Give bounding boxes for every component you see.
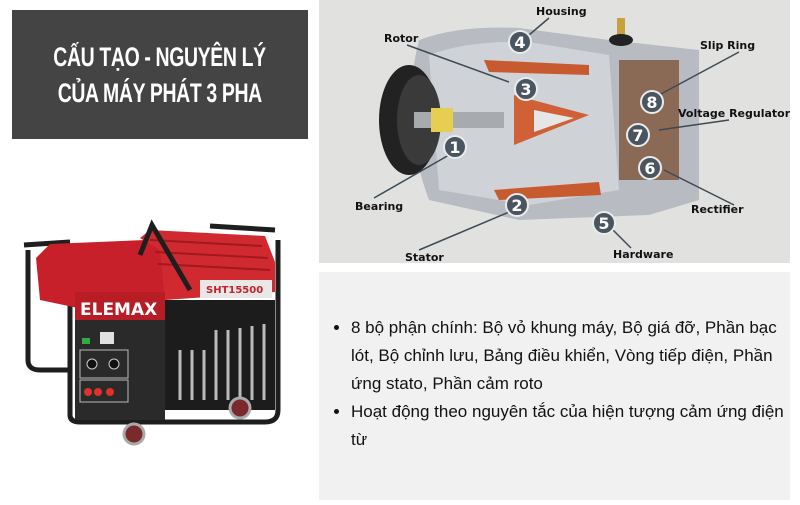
part-badge-1: 1 <box>443 135 467 159</box>
part-badge-8: 8 <box>640 90 664 114</box>
label-bearing: Bearing <box>355 200 404 213</box>
title-line-2: CỦA MÁY PHÁT 3 PHA <box>57 77 263 108</box>
label-stator: Stator <box>405 251 444 263</box>
callout-lines <box>373 17 740 251</box>
generator-illustration: ELEMAX SHT15500 <box>23 219 281 446</box>
description-panel: 8 bộ phận chính: Bộ vỏ khung máy, Bộ giá… <box>319 272 790 500</box>
label-rotor: Rotor <box>384 32 419 45</box>
description-bullet-principle: Hoạt động theo nguyên tắc của hiện tượng… <box>351 398 791 454</box>
label-housing: Housing <box>536 5 587 18</box>
label-rectifier: Rectifier <box>691 203 744 216</box>
part-badge-2: 2 <box>505 193 529 217</box>
part-badge-7: 7 <box>626 123 650 147</box>
part-badge-4: 4 <box>508 30 532 54</box>
label-voltage-regulator: Voltage Regulator <box>678 107 790 120</box>
part-badge-3: 3 <box>514 77 538 101</box>
part-badge-5: 5 <box>592 211 616 235</box>
model-label: SHT15500 <box>206 285 263 296</box>
alternator-illustration <box>379 18 699 220</box>
alternator-diagram: 1 2 3 4 5 6 7 8 Bearing Stator Rotor Hou… <box>319 0 790 263</box>
brand-label: ELEMAX <box>80 300 157 320</box>
part-badge-6: 6 <box>638 156 662 180</box>
title-line-1: CẤU TẠO - NGUYÊN LÝ <box>53 41 267 72</box>
label-hardware: Hardware <box>613 248 674 261</box>
title-banner: CẤU TẠO - NGUYÊN LÝ CỦA MÁY PHÁT 3 PHA <box>12 10 308 139</box>
generator-photo: ELEMAX SHT15500 <box>0 200 315 500</box>
description-list: 8 bộ phận chính: Bộ vỏ khung máy, Bộ giá… <box>323 314 791 454</box>
label-slip-ring: Slip Ring <box>700 39 756 52</box>
description-bullet-components: 8 bộ phận chính: Bộ vỏ khung máy, Bộ giá… <box>351 314 791 398</box>
